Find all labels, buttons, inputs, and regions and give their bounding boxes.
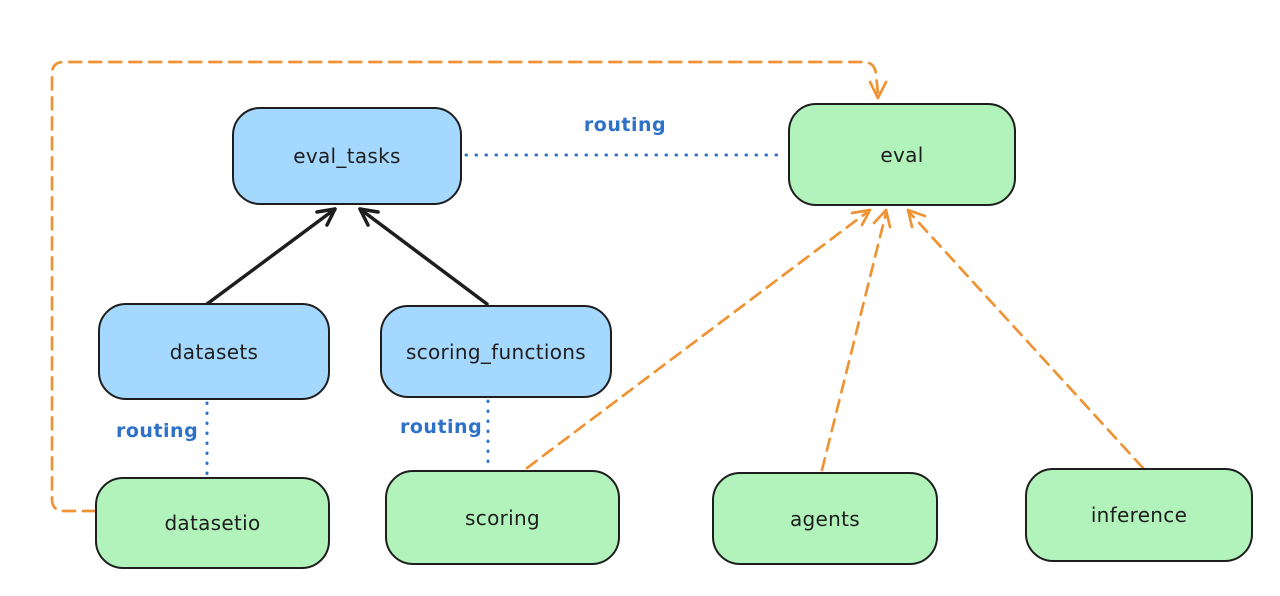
node-scoring: scoring (385, 470, 620, 565)
node-eval-tasks-label: eval_tasks (293, 144, 401, 168)
node-scoring-label: scoring (465, 505, 540, 530)
node-agents-label: agents (790, 506, 860, 531)
edge-label-routing-scoring-functions-scoring: routing (400, 416, 483, 438)
node-agents: agents (712, 472, 938, 565)
node-eval: eval (788, 103, 1016, 206)
node-scoring-functions-label: scoring_functions (405, 339, 587, 364)
edge-label-routing-eval-tasks-eval: routing (583, 114, 667, 136)
node-scoring-functions: scoring_functions (380, 305, 612, 398)
edge-datasets-to-eval-tasks (205, 207, 337, 306)
node-datasetio: datasetio (95, 477, 330, 569)
node-datasets: datasets (98, 303, 330, 400)
node-inference: inference (1025, 468, 1253, 562)
node-datasetio-label: datasetio (164, 511, 261, 535)
edge-scoring-functions-to-eval-tasks (358, 207, 489, 306)
node-inference-label: inference (1090, 503, 1188, 527)
node-eval-label: eval (880, 142, 924, 167)
edge-inference-to-eval (906, 208, 1145, 470)
edge-datasetio-to-eval (50, 60, 888, 513)
edge-agents-to-eval (820, 208, 892, 472)
node-eval-tasks: eval_tasks (232, 107, 462, 205)
node-datasets-label: datasets (169, 339, 259, 364)
edge-label-routing-datasets-datasetio: routing (116, 420, 199, 442)
